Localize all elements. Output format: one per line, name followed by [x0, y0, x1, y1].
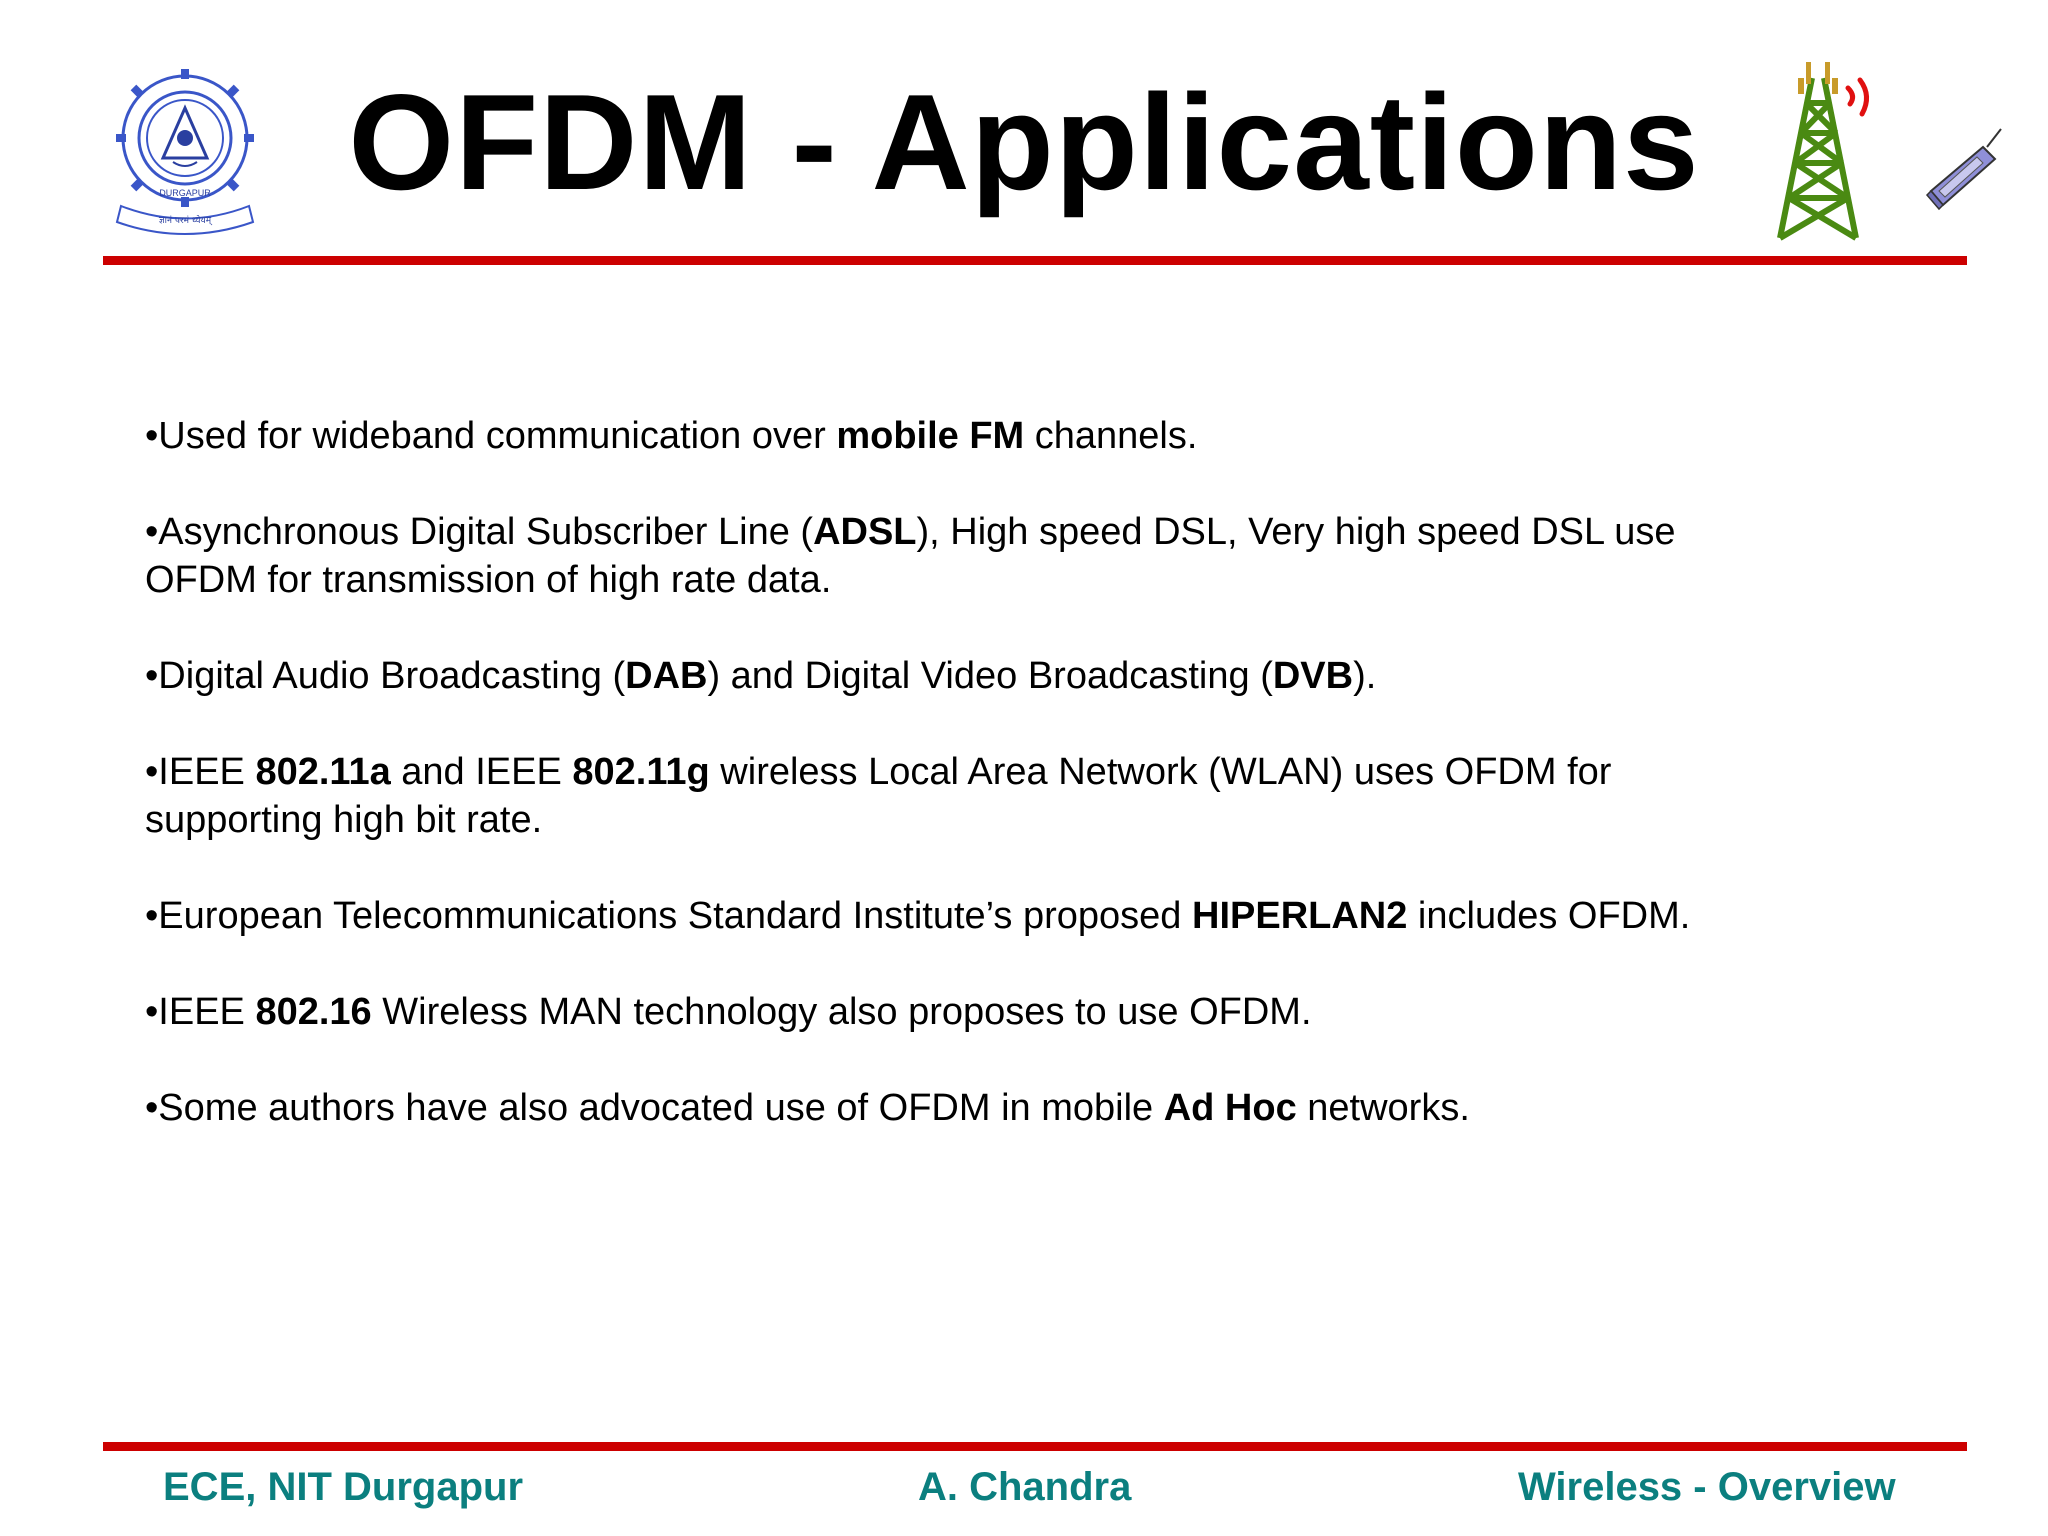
footer-author: A. Chandra — [918, 1465, 1132, 1509]
bullet-item: •IEEE 802.16 Wireless MAN technology als… — [145, 991, 1312, 1033]
header-divider — [103, 256, 1967, 265]
slide-title: OFDM - Applications — [348, 66, 1700, 218]
footer-divider — [103, 1442, 1967, 1451]
mobile-phone-icon — [1925, 128, 2002, 211]
footer-department: ECE, NIT Durgapur — [163, 1465, 524, 1509]
bullet-list: •Used for wideband communication over mo… — [145, 412, 1765, 1180]
institute-logo-icon: DURGAPUR ज्ञानं परमं ध्येयम् — [103, 66, 273, 236]
bullet-item: •Asynchronous Digital Subscriber Line (A… — [145, 511, 1676, 601]
logo-city-text: DURGAPUR — [159, 188, 211, 198]
bullet-item: •Used for wideband communication over mo… — [145, 415, 1198, 457]
footer-course: Wireless - Overview — [1518, 1465, 1896, 1509]
radio-tower-icon — [1777, 62, 1869, 241]
logo-motto-text: ज्ञानं परमं ध्येयम् — [159, 214, 213, 226]
bullet-item: •Digital Audio Broadcasting (DAB) and Di… — [145, 655, 1377, 697]
bullet-item: •European Telecommunications Standard In… — [145, 895, 1691, 937]
bullet-item: •Some authors have also advocated use of… — [145, 1087, 1470, 1129]
bullet-item: •IEEE 802.11a and IEEE 802.11g wireless … — [145, 751, 1612, 841]
